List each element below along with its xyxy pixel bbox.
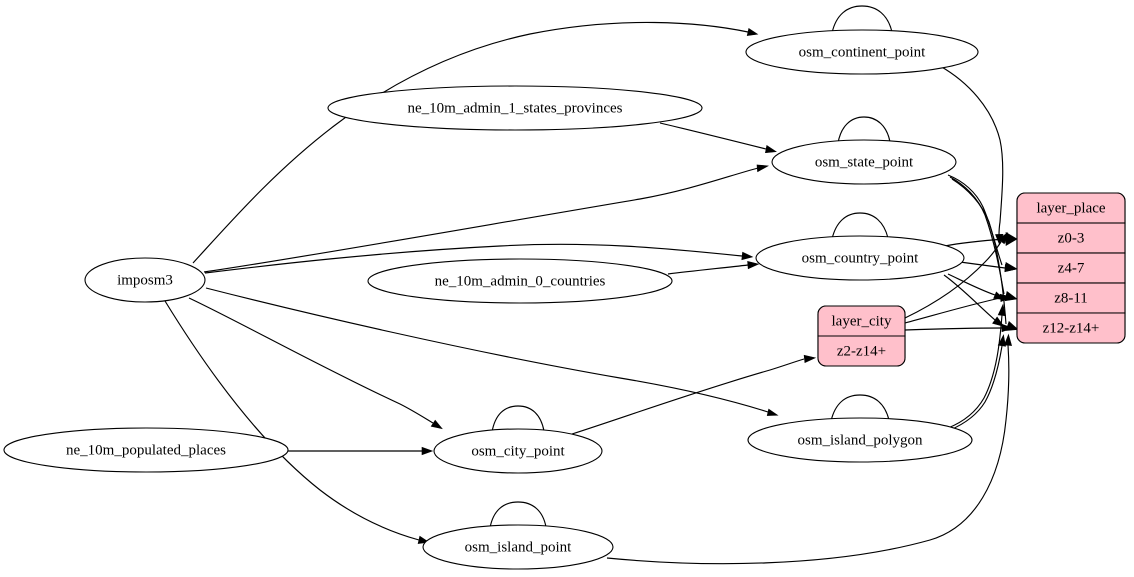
node-osm_island_polygon[interactable]: osm_island_polygon [747, 417, 973, 463]
record-row-layer_place-z8-11[interactable]: z8-11 [1016, 282, 1126, 314]
node-shape-osm_island_polygon[interactable] [747, 417, 973, 463]
edge-imposm3-osm_city_point [188, 297, 434, 424]
record-layer: layer_place z0-3 z4-7 z8-11 z12-z14+ [817, 192, 1126, 367]
node-ne_10m_admin_1_states_provinces[interactable]: ne_10m_admin_1_states_provinces [327, 85, 703, 131]
edge-layer_city-layer_place_z12 [904, 327, 1003, 331]
edge-osm_island_polygon-layer_place_z8_11 [947, 314, 1003, 429]
arrowhead-icon [756, 164, 769, 173]
edge-osm_state_point-layer_place_z12 [951, 178, 1007, 325]
selfloop-osm_island_point [489, 501, 547, 529]
record-label-layer_place-header: layer_place [1036, 200, 1105, 216]
record-label-layer_place-z4-7: z4-7 [1058, 260, 1085, 276]
record-cell-layer_place-z4-7[interactable] [1016, 252, 1126, 284]
arrowhead-icon [765, 145, 777, 154]
record-row-layer_city-z2-z14[interactable]: z2-z14+ [817, 335, 906, 367]
node-ne_10m_populated_places[interactable]: ne_10m_populated_places [3, 427, 289, 473]
arrowhead-icon [430, 419, 443, 430]
selfloop-osm_city_point [491, 405, 545, 433]
node-label-osm_state_point: osm_state_point [815, 154, 914, 170]
arrowhead-icon [997, 334, 1006, 347]
node-label-osm_island_point: osm_island_point [465, 539, 573, 555]
node-label-osm_country_point: osm_country_point [802, 250, 919, 266]
selfloop-osm_island_polygon [830, 394, 890, 422]
arrowhead-icon [747, 261, 760, 270]
arrowhead-icon [1003, 333, 1013, 346]
node-label-ne_10m_admin_0_countries: ne_10m_admin_0_countries [435, 273, 606, 289]
edge-osm_island_point-layer_place_z12 [606, 344, 1010, 565]
node-shape-osm_island_point[interactable] [422, 524, 614, 570]
node-ne_10m_admin_0_countries[interactable]: ne_10m_admin_0_countries [367, 258, 673, 304]
arrowhead-icon [746, 28, 759, 36]
record-label-layer_place-z12-z14: z12-z14+ [1043, 320, 1100, 336]
edge-osm_island_polygon-layer_place_z12 [949, 345, 1003, 431]
arrowhead-icon [1001, 323, 1014, 333]
record-row-layer_place-z4-7[interactable]: z4-7 [1016, 252, 1126, 284]
edge-osm_country_point-layer_place_z8_11 [947, 273, 996, 296]
record-row-layer_place-header[interactable]: layer_place [1016, 192, 1126, 224]
node-label-ne_10m_populated_places: ne_10m_populated_places [66, 442, 226, 458]
node-imposm3[interactable]: imposm3 [84, 257, 206, 303]
record-label-layer_city-header: layer_city [832, 313, 892, 329]
edge-osm_country_point-layer_place_z12 [943, 274, 996, 321]
edge-ne_states-osm_state_point [659, 122, 767, 150]
edge-imposm3-osm_island_point [164, 300, 420, 541]
arrowhead-icon [999, 293, 1013, 303]
selfloop-osm_country_point [831, 212, 889, 240]
arrowhead-icon [997, 303, 1006, 317]
arrowhead-icon [803, 354, 817, 364]
arrowhead-icon [421, 446, 434, 456]
edge-layer_city-layer_place_z0_3 [904, 241, 1002, 319]
record-row-layer_place-z0-3[interactable]: z0-3 [1016, 222, 1126, 254]
record-cell-layer_place-z12-z14[interactable] [1016, 312, 1126, 344]
node-osm_state_point[interactable]: osm_state_point [771, 139, 957, 185]
record-label-layer_place-z8-11: z8-11 [1054, 290, 1088, 306]
node-label-osm_city_point: osm_city_point [471, 443, 565, 459]
node-label-osm_island_polygon: osm_island_polygon [797, 432, 923, 448]
node-label-osm_continent_point: osm_continent_point [799, 44, 926, 60]
node-shape-ne_10m_admin_1_states_provinces[interactable] [327, 85, 703, 131]
node-shape-imposm3[interactable] [84, 257, 206, 303]
record-cell-layer_place-z8-11[interactable] [1016, 282, 1126, 314]
node-label-imposm3: imposm3 [117, 272, 173, 288]
edge-ne_countries-osm_country_point [667, 264, 749, 275]
record-label-layer_place-z0-3: z0-3 [1058, 230, 1085, 246]
node-osm_country_point[interactable]: osm_country_point [755, 235, 965, 281]
edge-imposm3-osm_island_polygon [205, 287, 769, 413]
record-row-layer_city-header[interactable]: layer_city [817, 305, 906, 337]
edge-osm_city_point-layer_city_z2 [571, 358, 805, 435]
edge-layer_city-layer_place_z8_11 [904, 297, 1001, 324]
node-osm_island_point[interactable]: osm_island_point [422, 524, 614, 570]
node-osm_continent_point[interactable]: osm_continent_point [745, 29, 979, 75]
node-shape-osm_city_point[interactable] [433, 428, 603, 474]
node-shape-osm_continent_point[interactable] [745, 29, 979, 75]
node-osm_city_point[interactable]: osm_city_point [433, 428, 603, 474]
selfloop-osm_state_point [837, 116, 891, 144]
node-shape-ne_10m_admin_0_countries[interactable] [367, 258, 673, 304]
arrowhead-icon [997, 232, 1009, 245]
edge-imposm3-osm_continent_point [192, 21, 749, 264]
selfloop-osm_continent_point [831, 5, 893, 34]
node-layer: imposm3 ne_10m_admin_1_states_provinces … [3, 29, 979, 570]
node-shape-osm_state_point[interactable] [771, 139, 957, 185]
record-row-layer_place-z12-z14[interactable]: z12-z14+ [1016, 312, 1126, 344]
node-shape-osm_country_point[interactable] [755, 235, 965, 281]
node-shape-ne_10m_populated_places[interactable] [3, 427, 289, 473]
record-node-layer_place[interactable]: layer_place z0-3 z4-7 z8-11 z12-z14+ [1016, 192, 1126, 344]
record-cell-layer_city-z2-z14[interactable] [817, 335, 906, 367]
record-label-layer_city-z2-z14: z2-z14+ [837, 343, 886, 359]
edge-imposm3-osm_state_point [203, 167, 759, 273]
node-label-ne_10m_admin_1_states_provinces: ne_10m_admin_1_states_provinces [408, 100, 623, 116]
record-node-layer_city[interactable]: layer_city z2-z14+ [817, 305, 906, 367]
arrowhead-icon [741, 251, 754, 261]
arrowhead-icon [766, 408, 779, 416]
edge-osm_continent_point-layer_place_z0_3 [939, 65, 1004, 237]
arrowhead-icon [1004, 264, 1017, 273]
edge-imposm3-osm_country_point [204, 243, 743, 274]
